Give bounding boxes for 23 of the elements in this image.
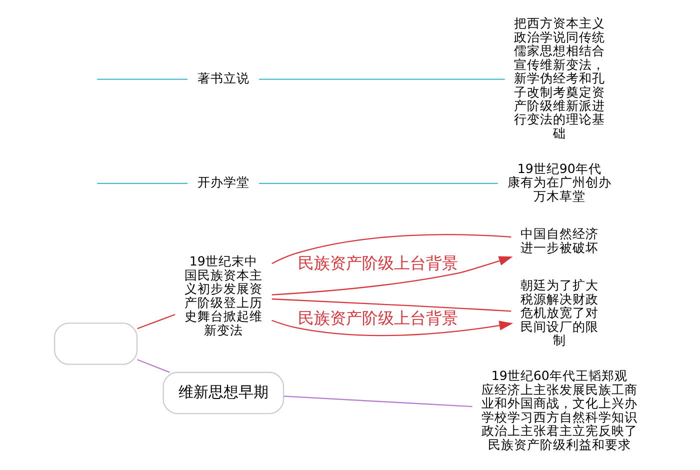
connector: [271, 234, 511, 264]
arrow: [271, 320, 513, 336]
node-text: 朝廷为了扩大税源解决财政危机放宽了对民间设厂的限制: [520, 278, 598, 348]
node-text: 19世纪60年代王韬郑观应经济上主张发展民族工商业和外国商战，文化上兴办学校学习西方自然科学知识政治上主张君主立宪反映了民族资产阶级利益和要求: [480, 368, 637, 452]
node-text: 开办学堂: [196, 174, 249, 190]
connector: [136, 359, 170, 373]
edge-label: 民族资产阶级上台背景: [297, 253, 458, 272]
node-box: [54, 322, 138, 365]
edge-label: 民族资产阶级上台背景: [297, 308, 458, 328]
node-text: 19世纪90年代康有为在广州创办万木草堂: [506, 160, 611, 204]
node-text: 19世纪末中国民族资本主义初步发展资产阶级登上历史舞台掀起维新变法: [184, 254, 262, 338]
connector: [96, 78, 188, 80]
node-text: 把西方资本主义政治学说同传统儒家思想相结合宣传维新变法，新学伪经考和孔子改制考奠定资产阶级维新派进行变法的理论基础: [513, 16, 604, 140]
connector: [283, 396, 472, 408]
connector: [258, 182, 498, 184]
arrow: [271, 256, 512, 296]
node-text: 著书立说: [196, 70, 249, 86]
connector: [96, 182, 188, 184]
node-text: 中国自然经济进一步被破坏: [520, 226, 598, 255]
node-box: 维新思想早期: [162, 372, 284, 414]
connector: [271, 298, 511, 312]
connector: [136, 314, 175, 330]
connector: [258, 78, 504, 80]
